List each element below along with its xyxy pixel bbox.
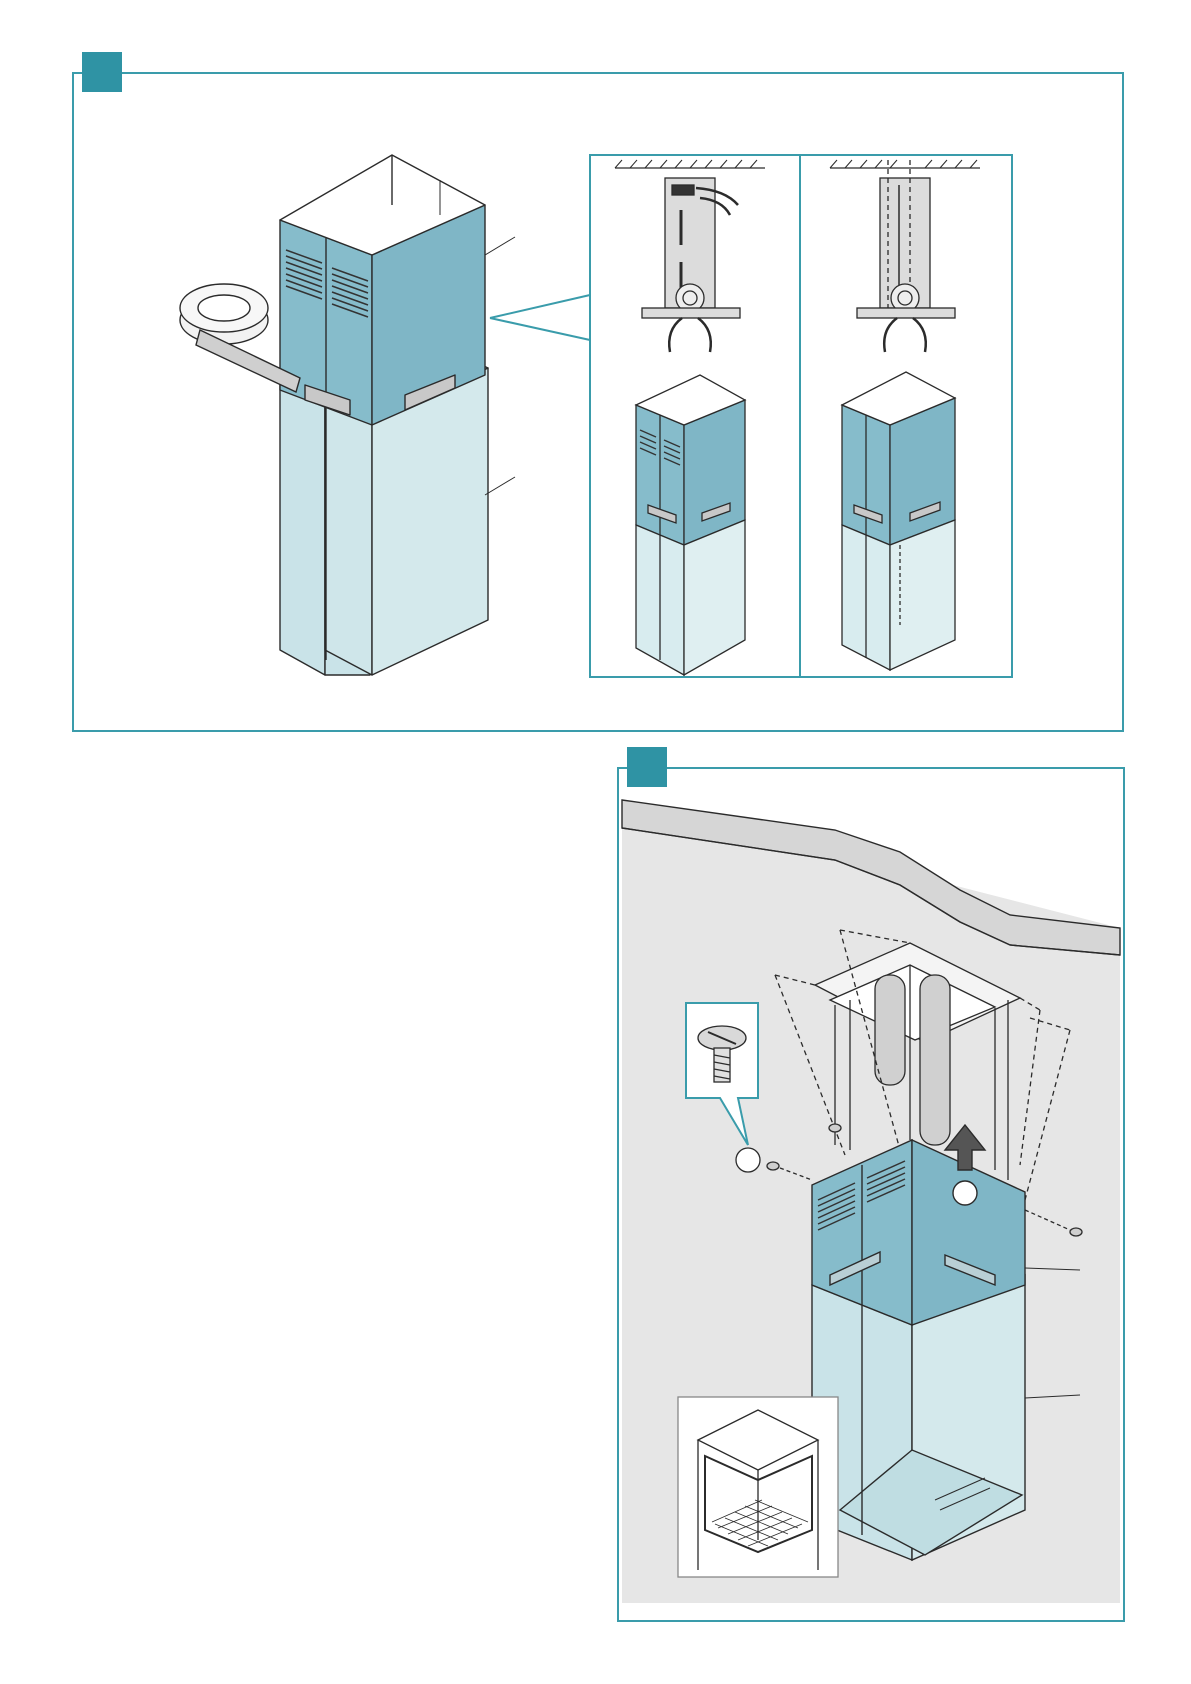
callout-connector (490, 295, 590, 318)
lower-chimney-left-face (280, 375, 325, 675)
main-chimney (280, 155, 515, 675)
ceiling-corner-detail (678, 1397, 838, 1577)
position-marker-right (953, 1181, 977, 1205)
position-marker-left (736, 1148, 760, 1172)
